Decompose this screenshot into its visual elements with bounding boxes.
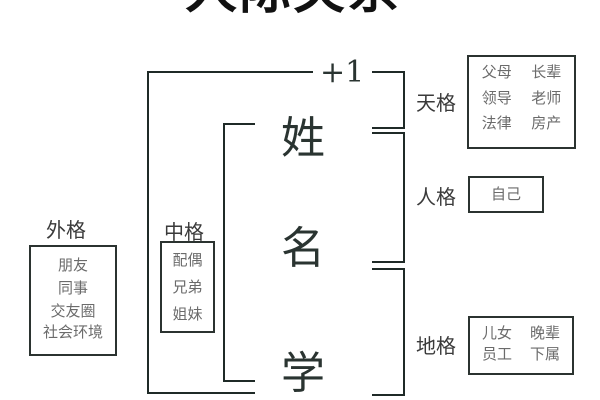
inner-bracket-bottom	[223, 380, 255, 382]
zhong-ge-label: 中格	[164, 220, 204, 244]
ren-bracket-right	[403, 132, 405, 263]
zhong-item: 兄弟	[172, 278, 203, 296]
wai-item: 交友圈	[50, 302, 96, 320]
tian-ge-box: 父母 长辈 领导 老师 法律 房产	[467, 55, 576, 149]
ren-ge-label: 人格	[416, 185, 456, 209]
outer-bracket-bottom	[147, 392, 255, 394]
ren-ge-box: 自己	[468, 176, 544, 213]
wai-item: 同事	[57, 279, 88, 297]
tian-ge-label: 天格	[416, 91, 456, 115]
outer-bracket-top	[147, 71, 313, 73]
ren-bracket-top	[372, 132, 405, 134]
tian-bracket-bottom	[372, 127, 405, 129]
plus-one-connector	[372, 71, 405, 73]
zhong-item: 配偶	[172, 251, 203, 269]
zhong-item: 姐妹	[172, 305, 203, 323]
inner-bracket-top	[223, 123, 255, 125]
tian-item: 老师	[531, 89, 562, 107]
char-xing: 姓	[281, 113, 325, 164]
title-clip: 人际关系	[0, 0, 600, 16]
wai-ge-box: 朋友 同事 交友圈 社会环境	[29, 245, 117, 356]
di-ge-box: 儿女 晚辈 员工 下属	[468, 316, 574, 375]
di-item: 晚辈	[529, 324, 560, 342]
plus-one-label: +1	[320, 55, 365, 90]
tian-bracket-right	[403, 71, 405, 129]
di-bracket-right	[403, 268, 405, 396]
wai-item: 社会环境	[42, 323, 103, 341]
tian-item: 父母	[481, 63, 512, 81]
char-ming: 名	[281, 223, 325, 274]
char-xue: 学	[281, 348, 325, 399]
di-item: 员工	[481, 345, 512, 363]
tian-item: 长辈	[531, 63, 562, 81]
tian-item: 领导	[481, 89, 512, 107]
tian-item: 法律	[481, 114, 512, 132]
page-title: 人际关系	[183, 0, 403, 16]
ren-item: 自己	[490, 185, 521, 203]
inner-bracket-left	[223, 123, 225, 382]
outer-bracket-left	[147, 71, 149, 394]
di-ge-label: 地格	[416, 334, 456, 358]
di-bracket-bottom	[372, 394, 405, 396]
tian-item: 房产	[531, 114, 562, 132]
di-item: 儿女	[481, 324, 512, 342]
di-item: 下属	[529, 345, 560, 363]
zhong-ge-box: 配偶 兄弟 姐妹	[160, 241, 215, 333]
di-bracket-top	[372, 268, 405, 270]
ren-bracket-bottom	[372, 261, 405, 263]
wai-ge-label: 外格	[46, 218, 86, 242]
wai-item: 朋友	[57, 256, 88, 274]
